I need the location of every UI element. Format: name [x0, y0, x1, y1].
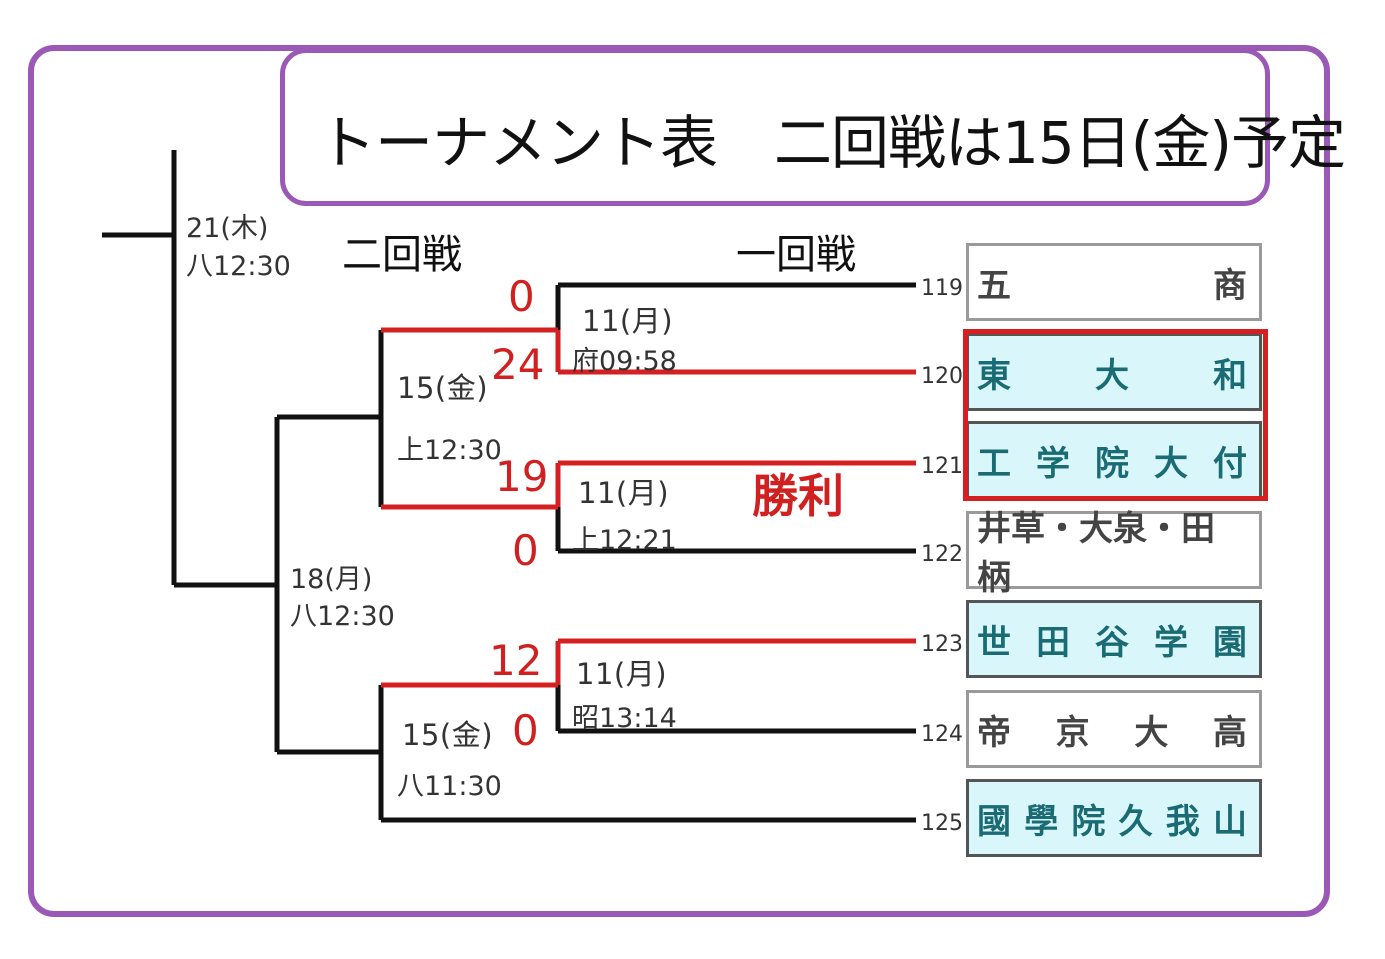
r2-top-score-a: 24 [491, 340, 545, 389]
r2-bottom-score-a: 12 [489, 636, 543, 685]
r1a-score-top: 0 [508, 272, 535, 321]
team-name-char: 國 [977, 801, 1011, 842]
r1b-date: 11(月) [578, 476, 670, 510]
team-name-char: 大 [1095, 355, 1129, 396]
r1b-venue-time: 上12:21 [572, 525, 677, 556]
team-name-char: 田 [1036, 622, 1070, 663]
win-highlight-box [963, 329, 1268, 501]
team-number: 124 [921, 722, 963, 747]
r2-bottom-date: 15(金) [402, 718, 494, 752]
r2-bottom-venue-time: 八11:30 [397, 771, 502, 802]
final-date: 21(木) [186, 213, 269, 244]
r2-top-score-b: 19 [495, 452, 549, 501]
team-box-advanced: 世 田 谷 学 園 [966, 600, 1262, 678]
team-box-advanced: 國 學 院 久 我 山 [966, 779, 1262, 857]
team-name-char: 院 [1095, 443, 1129, 484]
team-name-char: 学 [1154, 622, 1188, 663]
team-number: 119 [921, 276, 963, 301]
r2-top-venue-time: 上12:30 [397, 435, 502, 466]
team-name-char: 久 [1118, 801, 1153, 842]
r2-bottom-score-b: 0 [512, 706, 539, 755]
team-box-advanced: 工 学 院 大 付 [966, 421, 1262, 499]
team-box: 井草・大泉・田柄 [966, 509, 1262, 598]
team-name-char: 東 [977, 355, 1011, 396]
team-number: 123 [921, 632, 963, 657]
team-name-char: 和 [1213, 355, 1247, 396]
r2-top-date: 15(金) [397, 371, 489, 405]
semi-date: 18(月) [290, 564, 373, 595]
team-name-char: 大 [1134, 712, 1169, 753]
win-label: 勝利 [752, 469, 844, 523]
r1c-date: 11(月) [576, 657, 668, 691]
team-name-char: 五 [977, 265, 1011, 306]
team-name-char: 園 [1213, 622, 1247, 663]
r1b-score-bottom: 0 [512, 526, 539, 575]
team-name-char: 大 [1154, 443, 1188, 484]
team-name-char: 谷 [1095, 622, 1129, 663]
team-name-char: 高 [1212, 712, 1247, 753]
team-number: 125 [921, 811, 963, 836]
r1a-date: 11(月) [582, 304, 674, 338]
semi-venue-time: 八12:30 [290, 601, 395, 632]
page-title: トーナメント表 二回戦は15日(金)予定 [318, 109, 1346, 177]
team-name-char: 世 [977, 622, 1011, 663]
round1-header: 一回戦 [736, 232, 856, 278]
team-name-char: 付 [1213, 443, 1247, 484]
r1c-venue-time: 昭13:14 [572, 703, 677, 734]
team-name-char: 京 [1055, 712, 1090, 753]
team-box-advanced: 東 大 和 [966, 333, 1262, 411]
team-name-char: 井草・大泉・田柄 [977, 509, 1215, 598]
team-name-char: 商 [1213, 265, 1247, 306]
team-number: 122 [921, 542, 963, 567]
title-box [280, 48, 1270, 206]
team-name-char: 工 [977, 443, 1011, 484]
round2-header: 二回戦 [342, 232, 462, 278]
r1a-venue-time: 府09:58 [572, 346, 677, 377]
team-number: 121 [921, 454, 963, 479]
team-name-char: 我 [1165, 801, 1200, 842]
highlight-separator [966, 411, 1262, 421]
team-box: 五 商 [966, 243, 1262, 321]
team-name-char: 山 [1212, 801, 1247, 842]
final-venue-time: 八12:30 [186, 251, 291, 282]
team-name-char: 学 [1036, 443, 1070, 484]
team-name-char: 帝 [977, 712, 1011, 753]
team-name-char: 學 [1024, 801, 1059, 842]
team-name-char: 院 [1071, 801, 1106, 842]
team-box: 帝 京 大 高 [966, 690, 1262, 768]
team-number: 120 [921, 364, 963, 389]
